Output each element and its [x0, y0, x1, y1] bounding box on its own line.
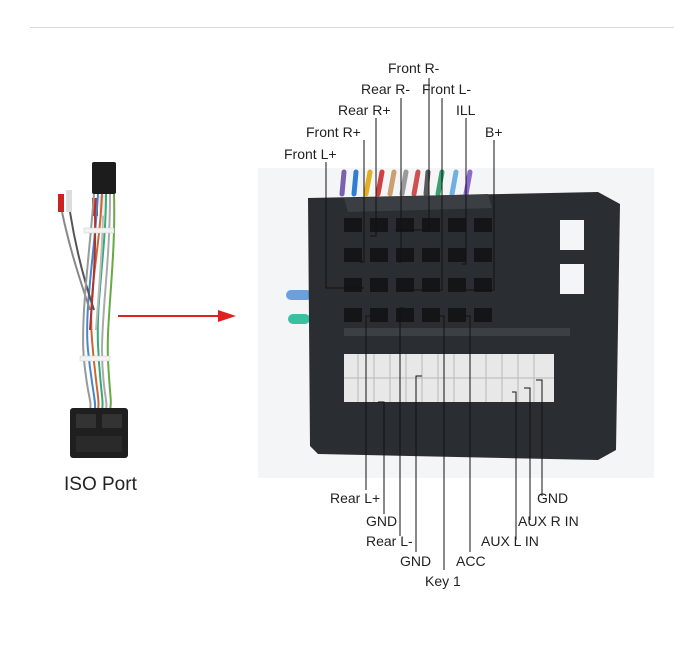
label-rear-l-minus: Rear L- — [366, 533, 413, 549]
label-front-r-plus: Front R+ — [306, 124, 361, 140]
wiring-harness-image — [58, 162, 128, 458]
label-rear-l-plus: Rear L+ — [330, 490, 381, 506]
top-divider — [30, 27, 674, 28]
label-front-r-minus: Front R- — [388, 60, 440, 76]
label-gnd-center: GND — [400, 553, 432, 569]
label-aux-l-in: AUX L IN — [481, 533, 539, 549]
label-front-l-plus: Front L+ — [284, 146, 337, 162]
label-gnd-right: GND — [537, 490, 569, 506]
label-b-plus: B+ — [485, 124, 503, 140]
label-gnd-left: GND — [366, 513, 398, 529]
label-rear-r-plus: Rear R+ — [338, 102, 391, 118]
label-key1: Key 1 — [425, 573, 461, 589]
connector-photo — [258, 168, 654, 478]
label-rear-r-minus: Rear R- — [361, 81, 411, 97]
label-acc: ACC — [456, 553, 486, 569]
label-ill: ILL — [456, 102, 476, 118]
label-front-l-minus: Front L- — [422, 81, 472, 97]
label-aux-r-in: AUX R IN — [518, 513, 579, 529]
iso-port-caption: ISO Port — [64, 474, 137, 495]
arrow-right-icon — [118, 310, 236, 322]
